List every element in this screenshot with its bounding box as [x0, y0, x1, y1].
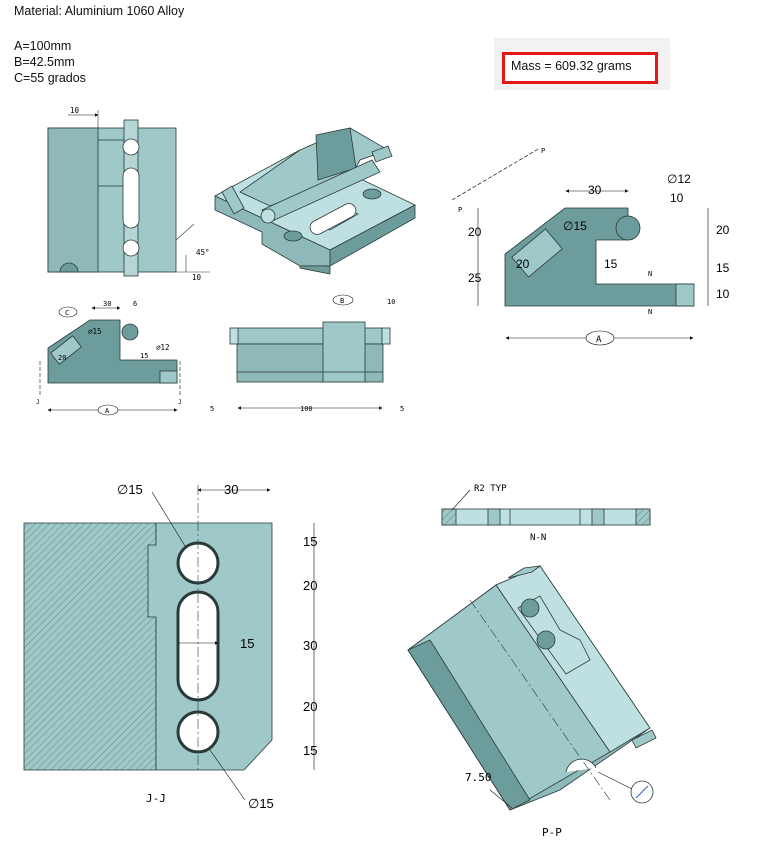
- mass-readout-panel: Mass = 609.32 grams: [494, 38, 670, 90]
- jj-title: J-J: [146, 792, 166, 805]
- large-cut-n1: N: [648, 270, 652, 278]
- top-small-dim-10: 10: [387, 298, 395, 306]
- pp-dim-750: 7.50: [465, 771, 492, 784]
- large-dim-20l: 20: [468, 225, 482, 239]
- large-label-a: A: [596, 335, 602, 345]
- pp-title: P-P: [542, 826, 562, 839]
- large-dim-15r: 15: [716, 261, 730, 275]
- side-view-small: [47, 319, 178, 384]
- jj-dim-20a: 20: [303, 578, 317, 593]
- nn-radius: R2 TYP: [474, 484, 507, 494]
- side-small-dia-12: ∅12: [156, 343, 170, 352]
- large-dim-20r: 20: [716, 223, 730, 237]
- side-view-large: [504, 207, 695, 307]
- mass-readout-text: Mass = 609.32 grams: [511, 59, 632, 73]
- param-c: C=55 grados: [14, 71, 86, 85]
- front-small-angle: 45°: [196, 248, 210, 257]
- section-pp: [407, 565, 657, 811]
- large-cut-p2: P: [458, 206, 462, 214]
- side-small-cut-j1: J: [36, 399, 40, 406]
- front-small-dim-10: 10: [70, 106, 80, 115]
- jj-dim-15a: 15: [303, 534, 317, 549]
- section-jj: [23, 485, 273, 771]
- jj-dim-15b: 15: [303, 743, 317, 758]
- side-small-label-c: C: [65, 309, 69, 317]
- large-dia-12: ∅12: [667, 172, 691, 186]
- top-view-small: [229, 321, 391, 383]
- top-small-dim-100: 100: [300, 405, 313, 413]
- material-label: Material: Aluminium 1060 Alloy: [14, 4, 185, 18]
- large-dia-15: ∅15: [563, 219, 587, 233]
- large-cut-p1: P: [541, 147, 545, 155]
- large-dim-20a: 20: [516, 257, 530, 271]
- mass-readout-highlight: Mass = 609.32 grams: [502, 52, 658, 84]
- large-dim-15: 15: [604, 257, 618, 271]
- side-small-dim-6: 6: [133, 300, 137, 308]
- jj-dia-15-top: ∅15: [117, 482, 143, 497]
- front-small-dim-10b: 10: [192, 273, 202, 282]
- large-cut-n2: N: [648, 308, 652, 316]
- large-dim-10r: 10: [716, 287, 730, 301]
- side-small-dim-20: 20: [58, 354, 66, 362]
- jj-dia-15-bot: ∅15: [248, 796, 274, 811]
- large-dim-25: 25: [468, 271, 482, 285]
- large-dim-30: 30: [588, 183, 602, 197]
- side-small-dia-15: ∅15: [88, 327, 102, 336]
- side-small-cut-j2: J: [178, 399, 182, 406]
- top-small-dim-5l: 5: [210, 405, 214, 413]
- top-small-label-b: B: [340, 297, 344, 305]
- side-small-dim-15: 15: [140, 352, 148, 360]
- param-a: A=100mm: [14, 39, 72, 53]
- section-nn: [441, 508, 651, 526]
- large-dim-10: 10: [670, 191, 684, 205]
- param-b: B=42.5mm: [14, 55, 75, 69]
- isometric-view: [214, 127, 416, 275]
- side-small-dim-30: 30: [103, 300, 111, 308]
- nn-title: N-N: [530, 533, 546, 543]
- jj-dim-30: 30: [303, 638, 317, 653]
- front-view-small: [47, 119, 210, 277]
- jj-dim-30: 30: [224, 482, 238, 497]
- side-small-label-a: A: [105, 407, 110, 415]
- jj-dim-20b: 20: [303, 699, 317, 714]
- top-small-dim-5r: 5: [400, 405, 404, 413]
- jj-slot-15: 15: [240, 636, 254, 651]
